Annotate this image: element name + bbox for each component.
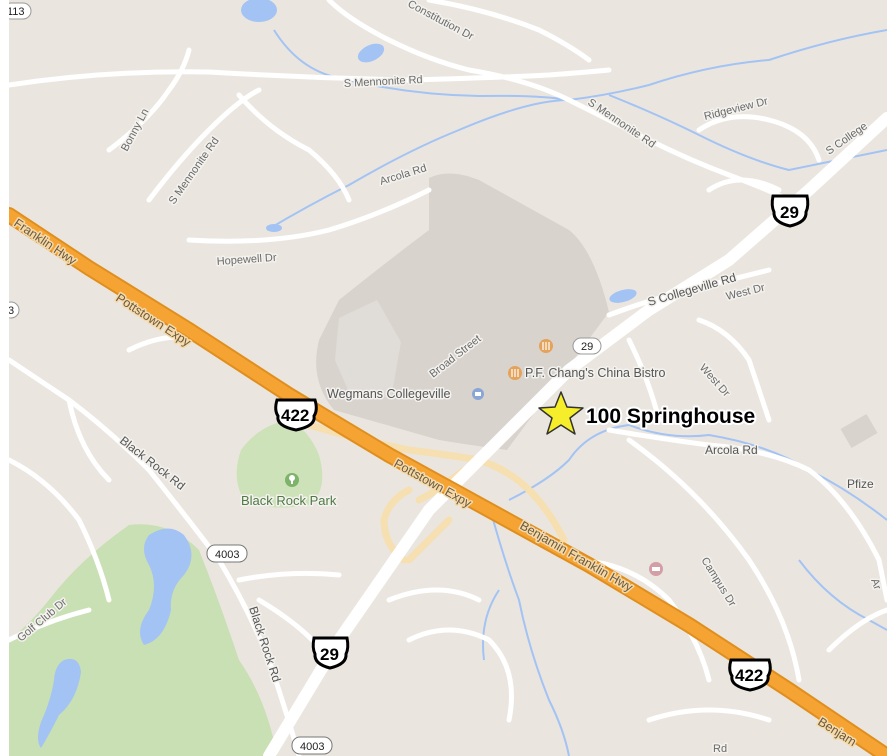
black-rock-park-poi[interactable]: Black Rock Park: [240, 473, 338, 510]
svg-text:4003: 4003: [300, 741, 324, 753]
label-pfize: Pfize: [847, 477, 874, 491]
us-422-shield-left: 422: [274, 398, 318, 432]
restaurant-icon: [508, 366, 522, 380]
us-29-shield-top: 29: [770, 194, 810, 228]
black-rock-park-area: [236, 420, 323, 508]
svg-text:422: 422: [735, 666, 763, 685]
local-roads: [9, 0, 887, 756]
state-route-shield-113: 113: [9, 2, 32, 20]
wegmans-label: Wegmans Collegeville: [327, 387, 450, 401]
store-icon: [472, 388, 484, 400]
svg-text:113: 113: [9, 6, 25, 18]
svg-text:29: 29: [320, 645, 339, 664]
svg-text:29: 29: [780, 203, 799, 222]
map-base-layer: S Mennonite Rd S Mennonite Rd S Mennonit…: [9, 0, 887, 756]
black-rock-park-label: Black Rock Park: [241, 493, 337, 508]
hotel-icon[interactable]: [649, 562, 663, 576]
location-marker[interactable]: 100 Springhouse: [538, 391, 757, 435]
pond-hopewell: [266, 224, 282, 232]
pf-changs-poi[interactable]: P.F. Chang's China Bistro: [508, 365, 667, 382]
svg-text:29: 29: [581, 341, 593, 353]
us-29-shield-low: 29: [311, 636, 350, 670]
restaurant-poi-upper[interactable]: [539, 339, 553, 353]
state-route-shield-4003-mid: 4003: [206, 544, 248, 563]
lake-golf-2: [38, 658, 81, 748]
label-s-mennonite-upper: S Mennonite Rd: [344, 74, 423, 90]
star-icon: [538, 391, 584, 435]
pond-top: [241, 0, 277, 22]
pond-small: [609, 289, 637, 303]
wegmans-poi[interactable]: Wegmans Collegeville: [326, 386, 484, 403]
us-422-highway-fill: [9, 209, 887, 756]
lake-golf-1: [140, 528, 192, 645]
pond-upper: [357, 43, 385, 63]
label-bottom-rd: Rd: [713, 743, 727, 755]
restaurant-icon: [539, 339, 553, 353]
us-29-shield-mid: 29: [572, 337, 602, 355]
svg-text:422: 422: [281, 406, 309, 425]
label-arcola-east: Arcola Rd: [705, 443, 758, 457]
mall-building: [335, 300, 401, 398]
park-icon: [285, 473, 299, 487]
marker-label: 100 Springhouse: [586, 405, 755, 428]
state-route-shield-4003-bottom: 4003: [291, 736, 333, 755]
map-canvas[interactable]: S Mennonite Rd S Mennonite Rd S Mennonit…: [9, 0, 887, 756]
building-right: [840, 413, 878, 449]
pf-changs-label: P.F. Chang's China Bistro: [525, 366, 665, 380]
state-route-shield-3: 3: [9, 301, 20, 319]
svg-text:4003: 4003: [215, 549, 239, 561]
us-422-shield-right: 422: [728, 658, 772, 692]
label-hopewell: Hopewell Dr: [216, 252, 277, 268]
svg-text:3: 3: [9, 305, 14, 317]
